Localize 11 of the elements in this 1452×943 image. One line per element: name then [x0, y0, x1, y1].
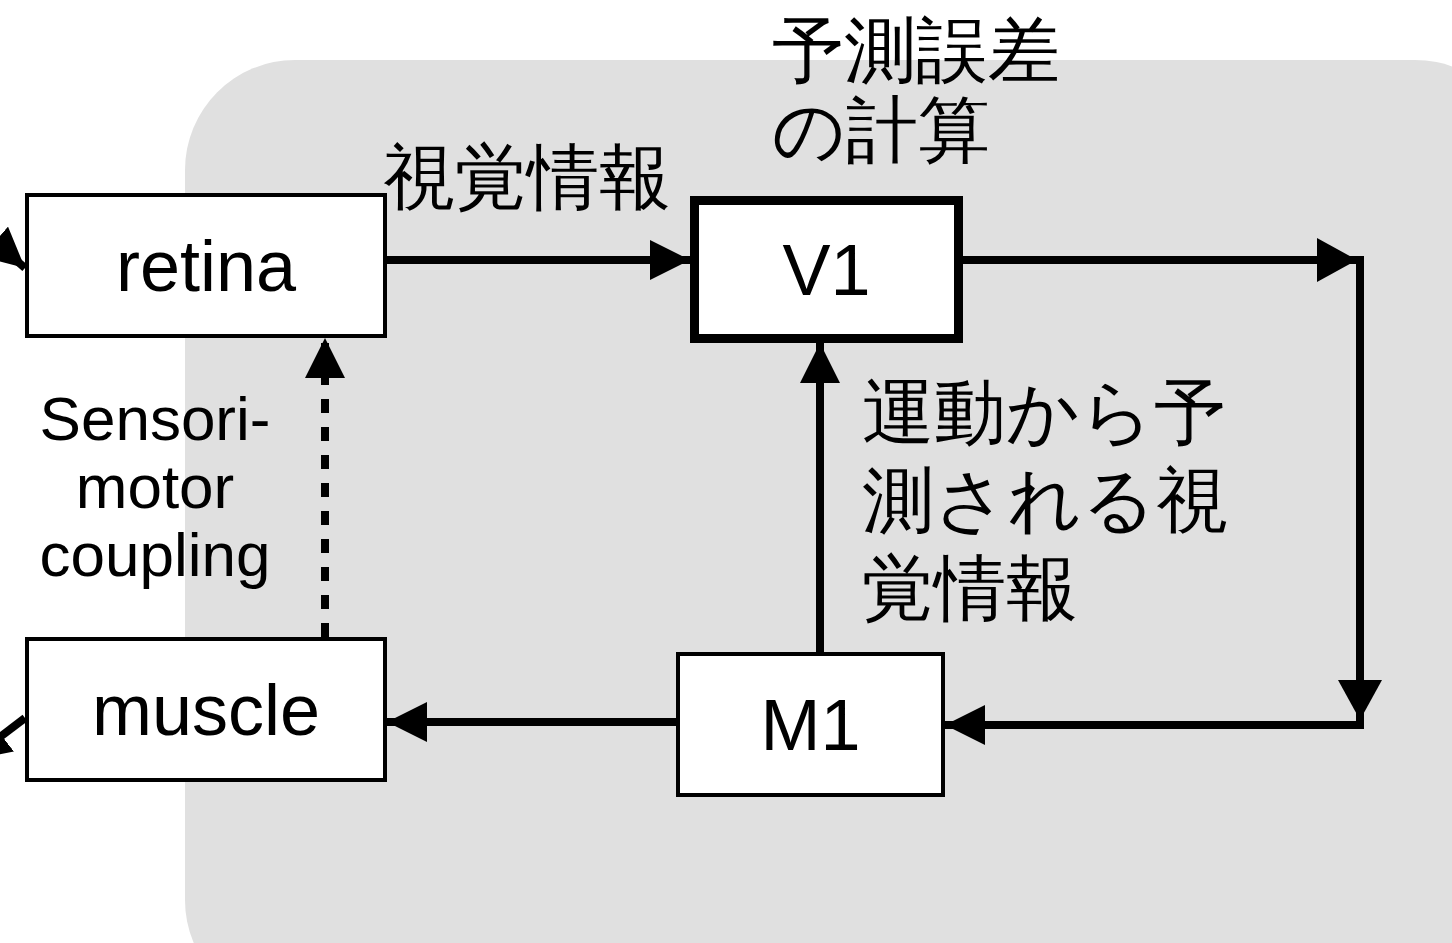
- process-box: [25, 637, 387, 782]
- annotation-text: 予測誤差の計算: [772, 10, 1061, 170]
- process-box: [690, 196, 963, 343]
- edge-label: Sensori- motor coupling: [38, 385, 272, 589]
- box-label: retina: [115, 229, 297, 302]
- edge-label: 運動から予測される視覚情報: [862, 371, 1229, 630]
- edge-label: 視覚情報: [383, 136, 672, 219]
- process-box: [676, 652, 945, 797]
- box-label: V1: [782, 233, 871, 306]
- box-label: muscle: [91, 673, 321, 746]
- box-label: M1: [760, 688, 861, 761]
